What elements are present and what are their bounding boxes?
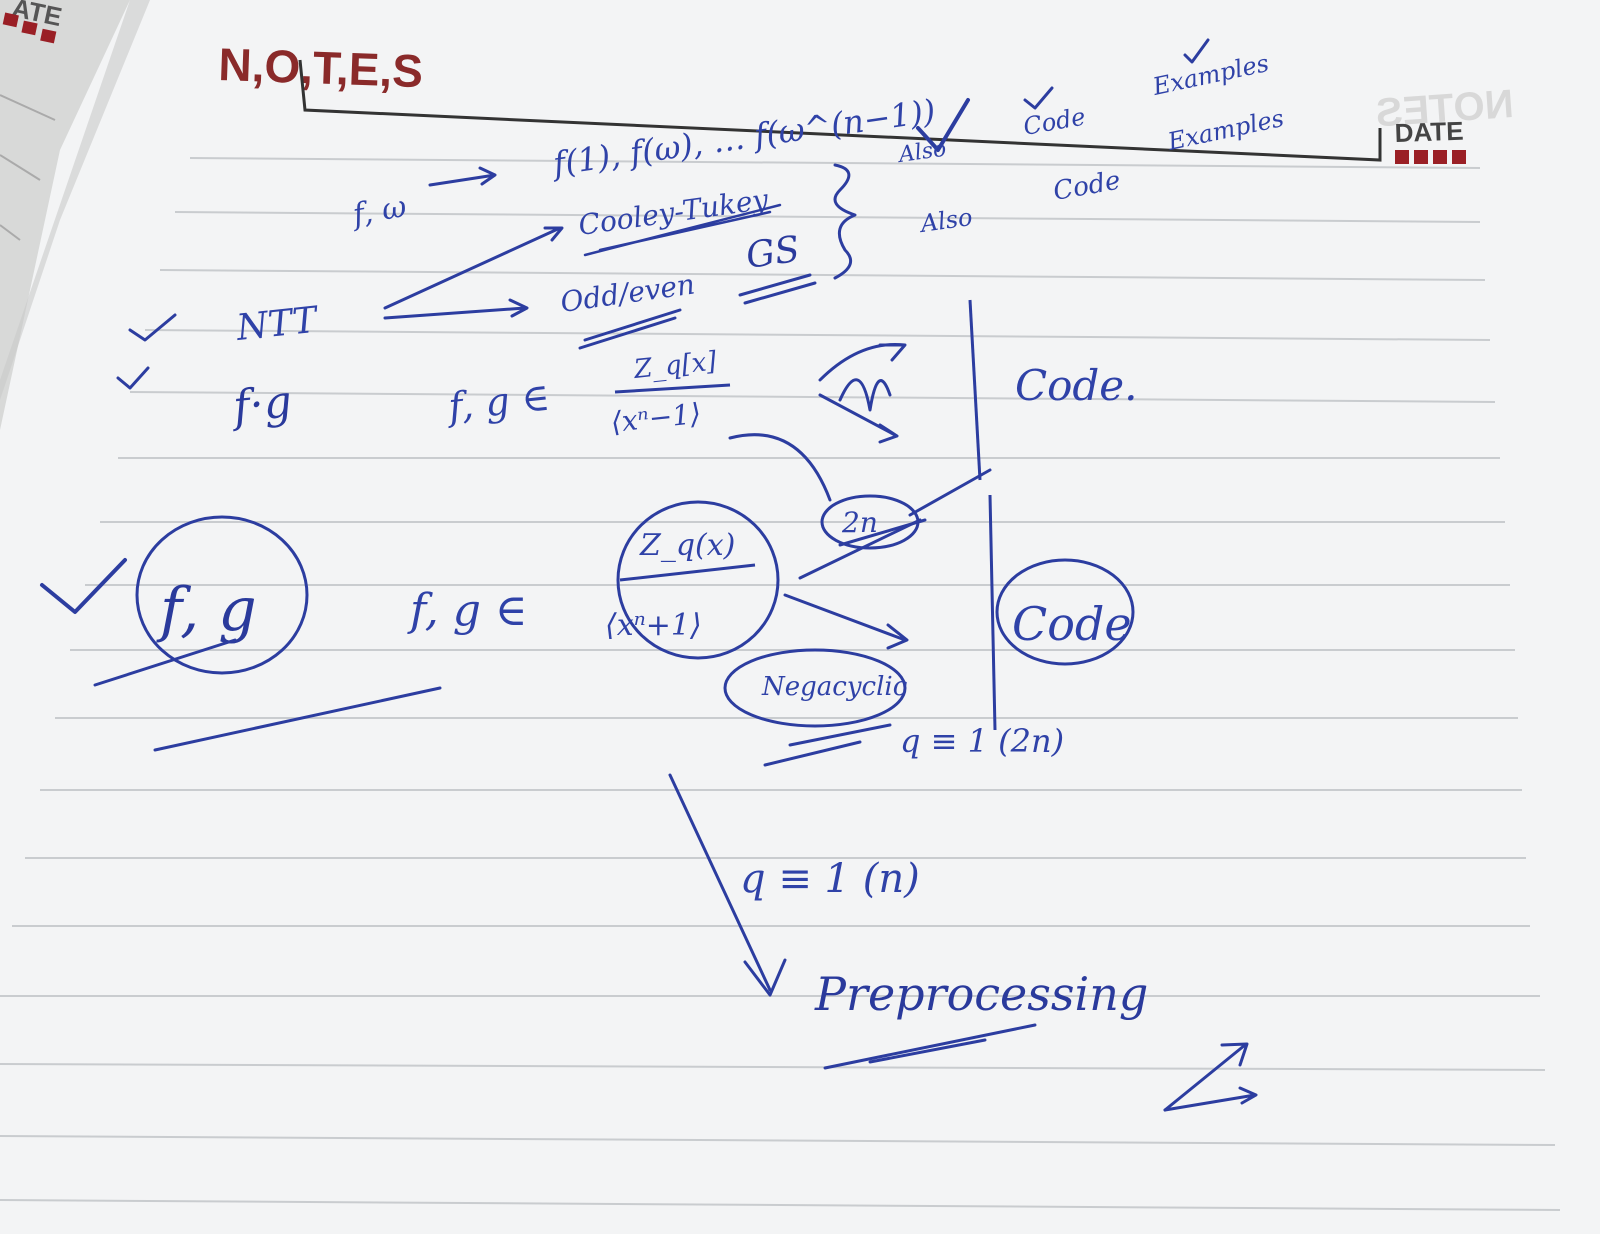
- note-fg-in-1: f, g ∈: [443, 375, 551, 430]
- arrow-ntt-right: [383, 298, 529, 320]
- divider-line-2: [988, 494, 997, 731]
- checkmark-fg: [40, 558, 127, 614]
- ruled-lines: [0, 157, 1561, 1211]
- note-preprocessing: Preprocessing: [814, 967, 1148, 1021]
- note-gs: GS: [744, 229, 803, 277]
- note-ntt: NTT: [234, 299, 322, 349]
- date-label: DATE: [1394, 116, 1464, 148]
- note-code-right-2: Code: [1012, 597, 1132, 651]
- date-box-1: [1395, 150, 1409, 164]
- arrow-corner-up: [1163, 1042, 1249, 1112]
- arrow-ntt-up: [383, 226, 564, 310]
- arrow-down: [668, 773, 787, 997]
- notes-header: N,O,T,E,S NOTES DATE: [218, 38, 1515, 164]
- date-box-2: [1414, 150, 1428, 164]
- divider-line-1: [968, 299, 982, 481]
- note-ring2-den: ⟨xⁿ+1⟩: [605, 608, 702, 643]
- date-box-4: [1452, 150, 1466, 164]
- note-q-mod-2n: q ≡ 1 (2n): [900, 722, 1064, 760]
- checkmark-ntt: [128, 313, 177, 342]
- note-f-dot-g: f·g: [228, 376, 294, 433]
- date-box-3: [1433, 150, 1447, 164]
- circle-code: [995, 558, 1135, 666]
- circle-ring2: [616, 500, 780, 660]
- note-q-mod-n: q ≡ 1 (n): [740, 856, 920, 902]
- circle-fg: [135, 515, 309, 675]
- header-rule: [298, 59, 1382, 162]
- note-fg-in-2: f, g ∈: [407, 585, 527, 636]
- left-page-date-box: ATE: [0, 0, 65, 241]
- mirrored-header-text: NOTES: [1374, 82, 1515, 136]
- notes-heading: N,O,T,E,S: [218, 38, 424, 97]
- circle-negacyclic: [723, 648, 907, 728]
- note-code-right-1: Code.: [1015, 361, 1138, 410]
- note-negacyclic: Negacyclic: [761, 672, 908, 702]
- note-f-g: f, g: [156, 575, 257, 645]
- note-2n: 2n: [841, 506, 878, 539]
- brace: [833, 163, 857, 280]
- note-ring2-num: Z_q(x): [639, 528, 735, 563]
- checkmark-top: [916, 98, 970, 152]
- arrow-corner-right: [1163, 1086, 1258, 1112]
